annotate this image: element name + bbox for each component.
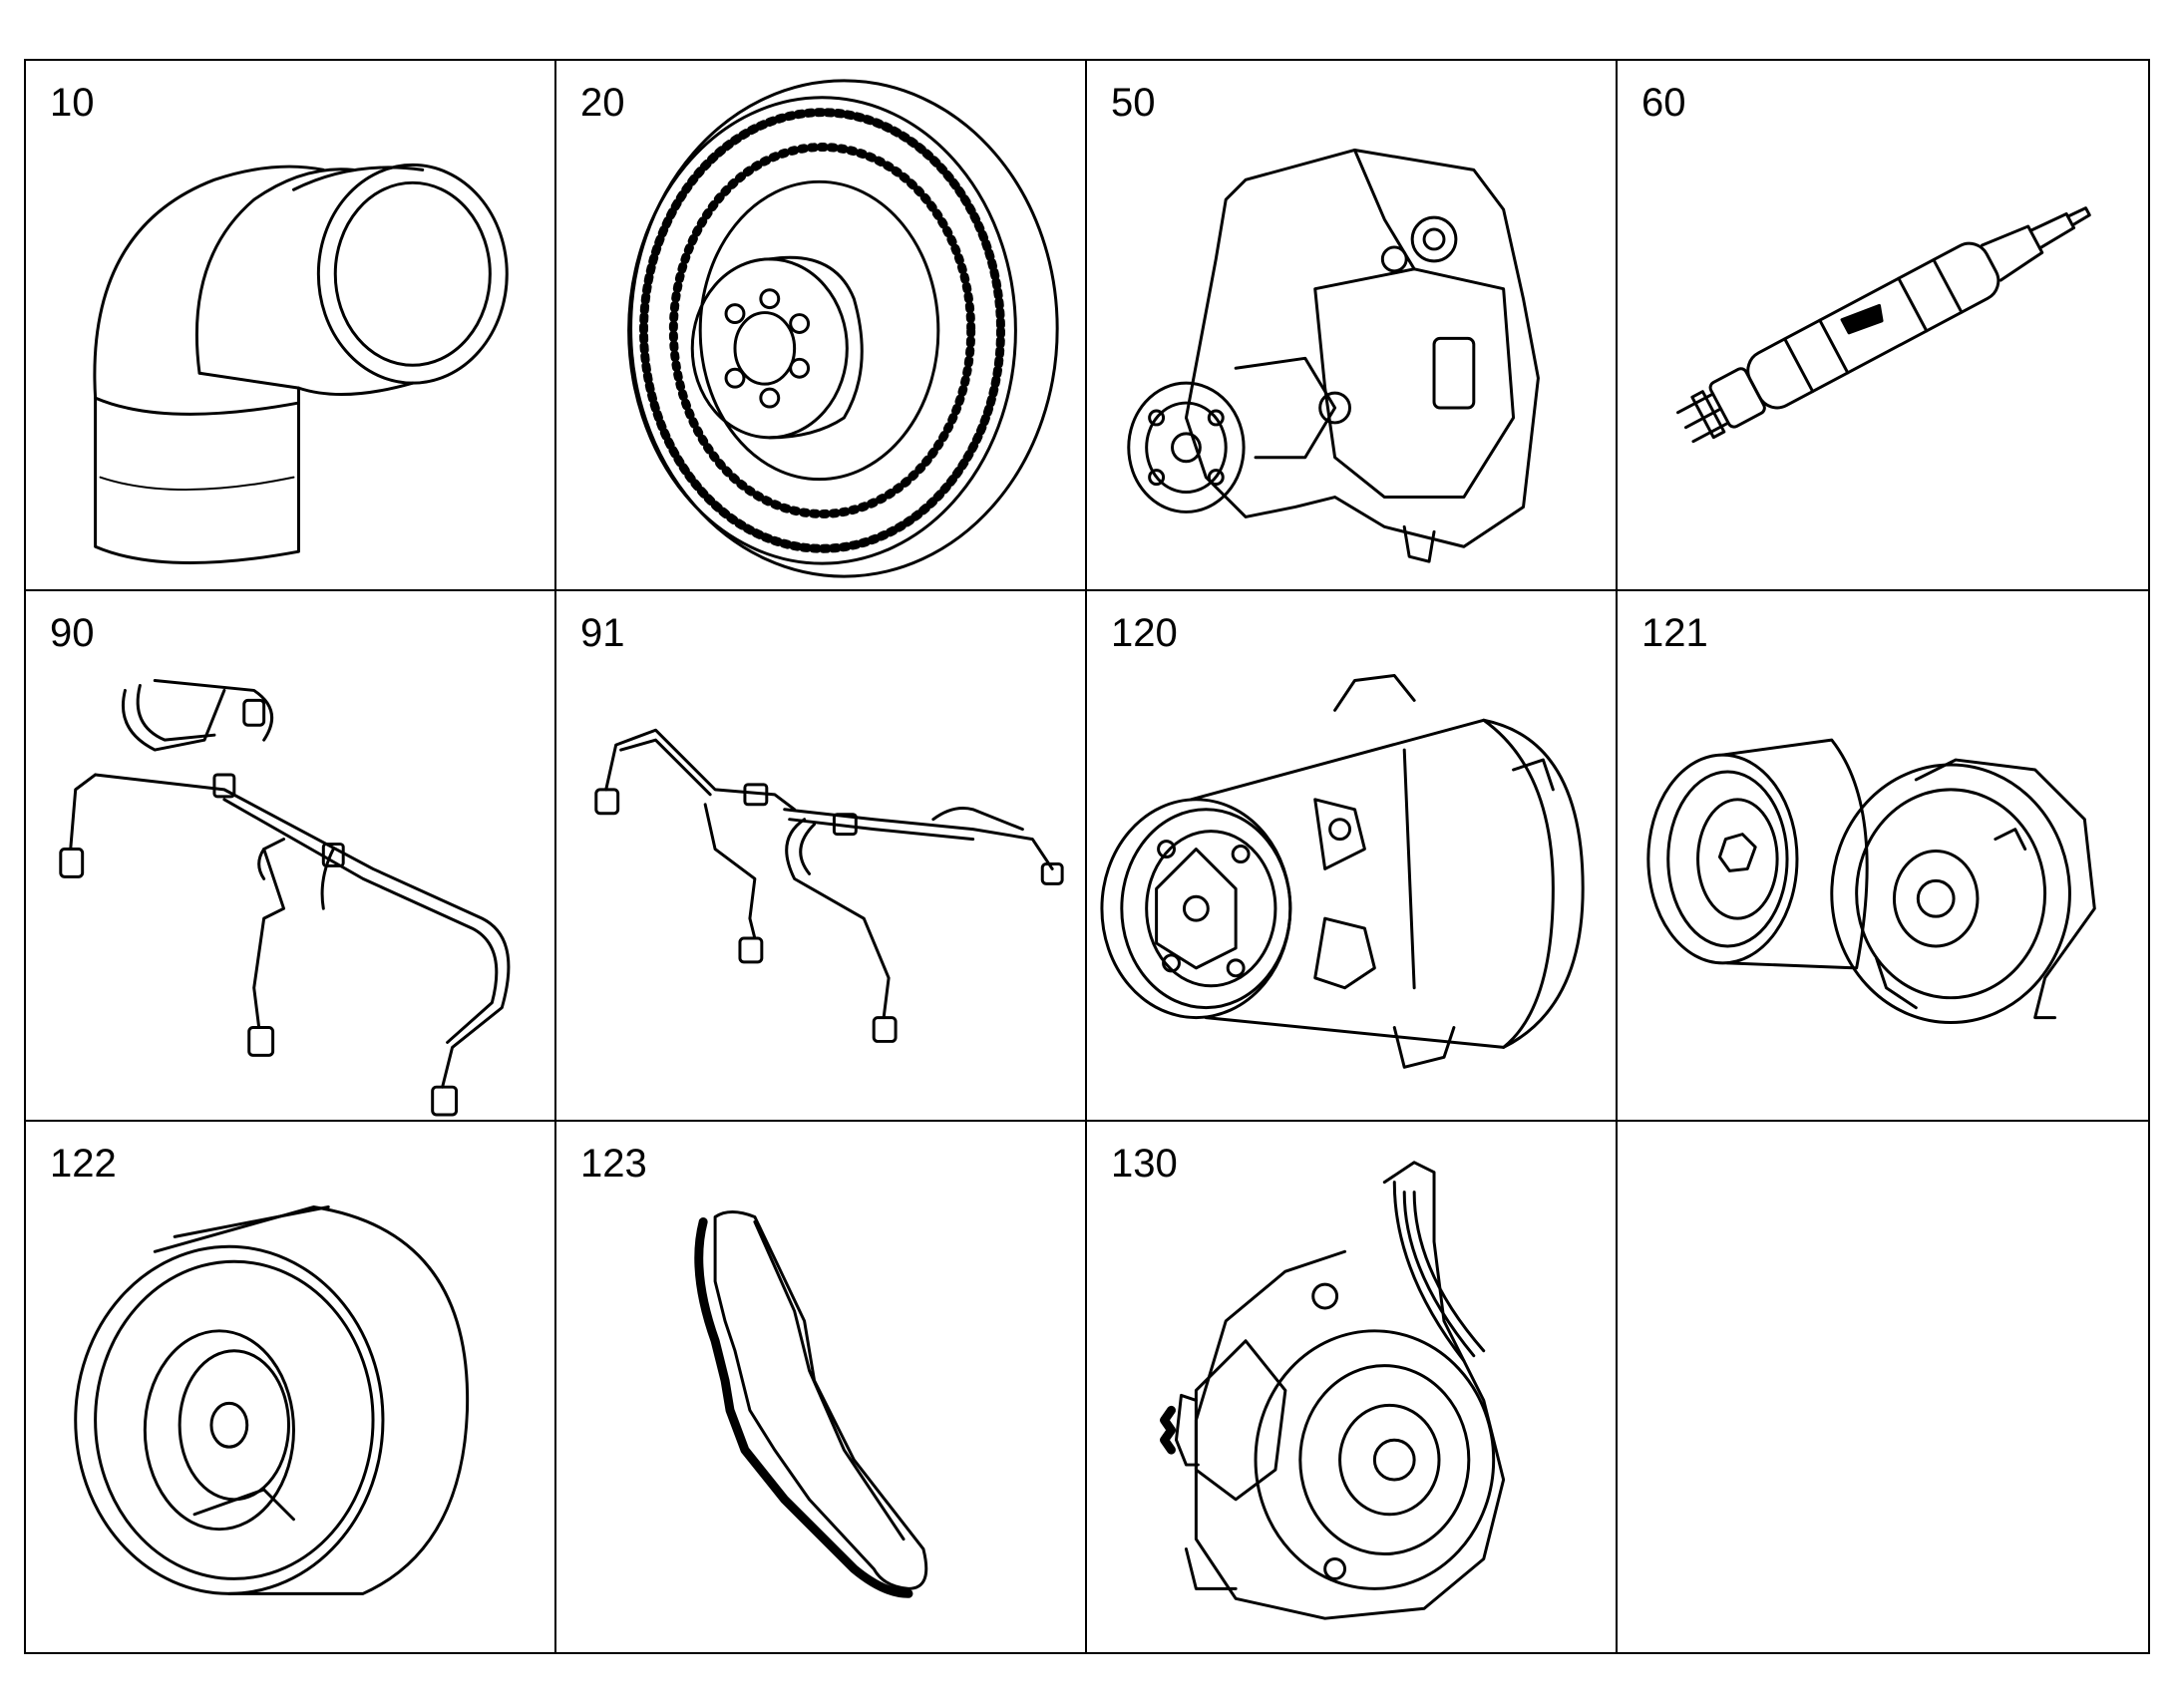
part-cell[interactable]: 91 bbox=[556, 591, 1087, 1122]
fuel-line-harness-icon bbox=[594, 728, 1064, 1043]
fuel-line-harness-icon bbox=[59, 679, 511, 1117]
empty-cell bbox=[1618, 1122, 2148, 1652]
part-number: 123 bbox=[580, 1142, 647, 1186]
ac-compressor-icon bbox=[1100, 674, 1585, 1069]
viscous-fan-clutch-icon bbox=[627, 79, 1059, 578]
part-cell[interactable]: 60 bbox=[1618, 61, 2148, 591]
part-number: 122 bbox=[50, 1142, 117, 1186]
part-number: 130 bbox=[1111, 1142, 1178, 1186]
part-cell[interactable]: 122 bbox=[26, 1122, 556, 1652]
idler-pulley-icon bbox=[74, 1205, 470, 1595]
alternator-icon bbox=[1160, 1161, 1506, 1620]
part-number: 50 bbox=[1111, 81, 1156, 125]
part-cell[interactable]: 121 bbox=[1618, 591, 2148, 1122]
part-number: 90 bbox=[50, 611, 95, 655]
part-cell[interactable]: 90 bbox=[26, 591, 556, 1122]
fuel-injector-icon bbox=[1676, 206, 2091, 444]
part-number: 60 bbox=[1641, 81, 1686, 125]
part-number: 91 bbox=[580, 611, 625, 655]
belt-tensioner-icon bbox=[1646, 738, 2096, 1025]
part-number: 10 bbox=[50, 81, 95, 125]
part-cell[interactable]: 20 bbox=[556, 61, 1087, 591]
part-cell[interactable]: 10 bbox=[26, 61, 556, 591]
parts-grid: 10 20 50 bbox=[24, 59, 2150, 1654]
drive-belt-icon bbox=[694, 1210, 928, 1598]
part-cell[interactable]: 120 bbox=[1087, 591, 1618, 1122]
part-cell[interactable]: 123 bbox=[556, 1122, 1087, 1652]
part-number: 20 bbox=[580, 81, 625, 125]
part-number: 121 bbox=[1641, 611, 1708, 655]
part-number: 120 bbox=[1111, 611, 1178, 655]
part-cell[interactable]: 50 bbox=[1087, 61, 1618, 591]
part-cell[interactable]: 130 bbox=[1087, 1122, 1618, 1652]
fuel-injection-pump-icon bbox=[1127, 149, 1540, 563]
pipe-elbow-icon bbox=[93, 163, 509, 564]
